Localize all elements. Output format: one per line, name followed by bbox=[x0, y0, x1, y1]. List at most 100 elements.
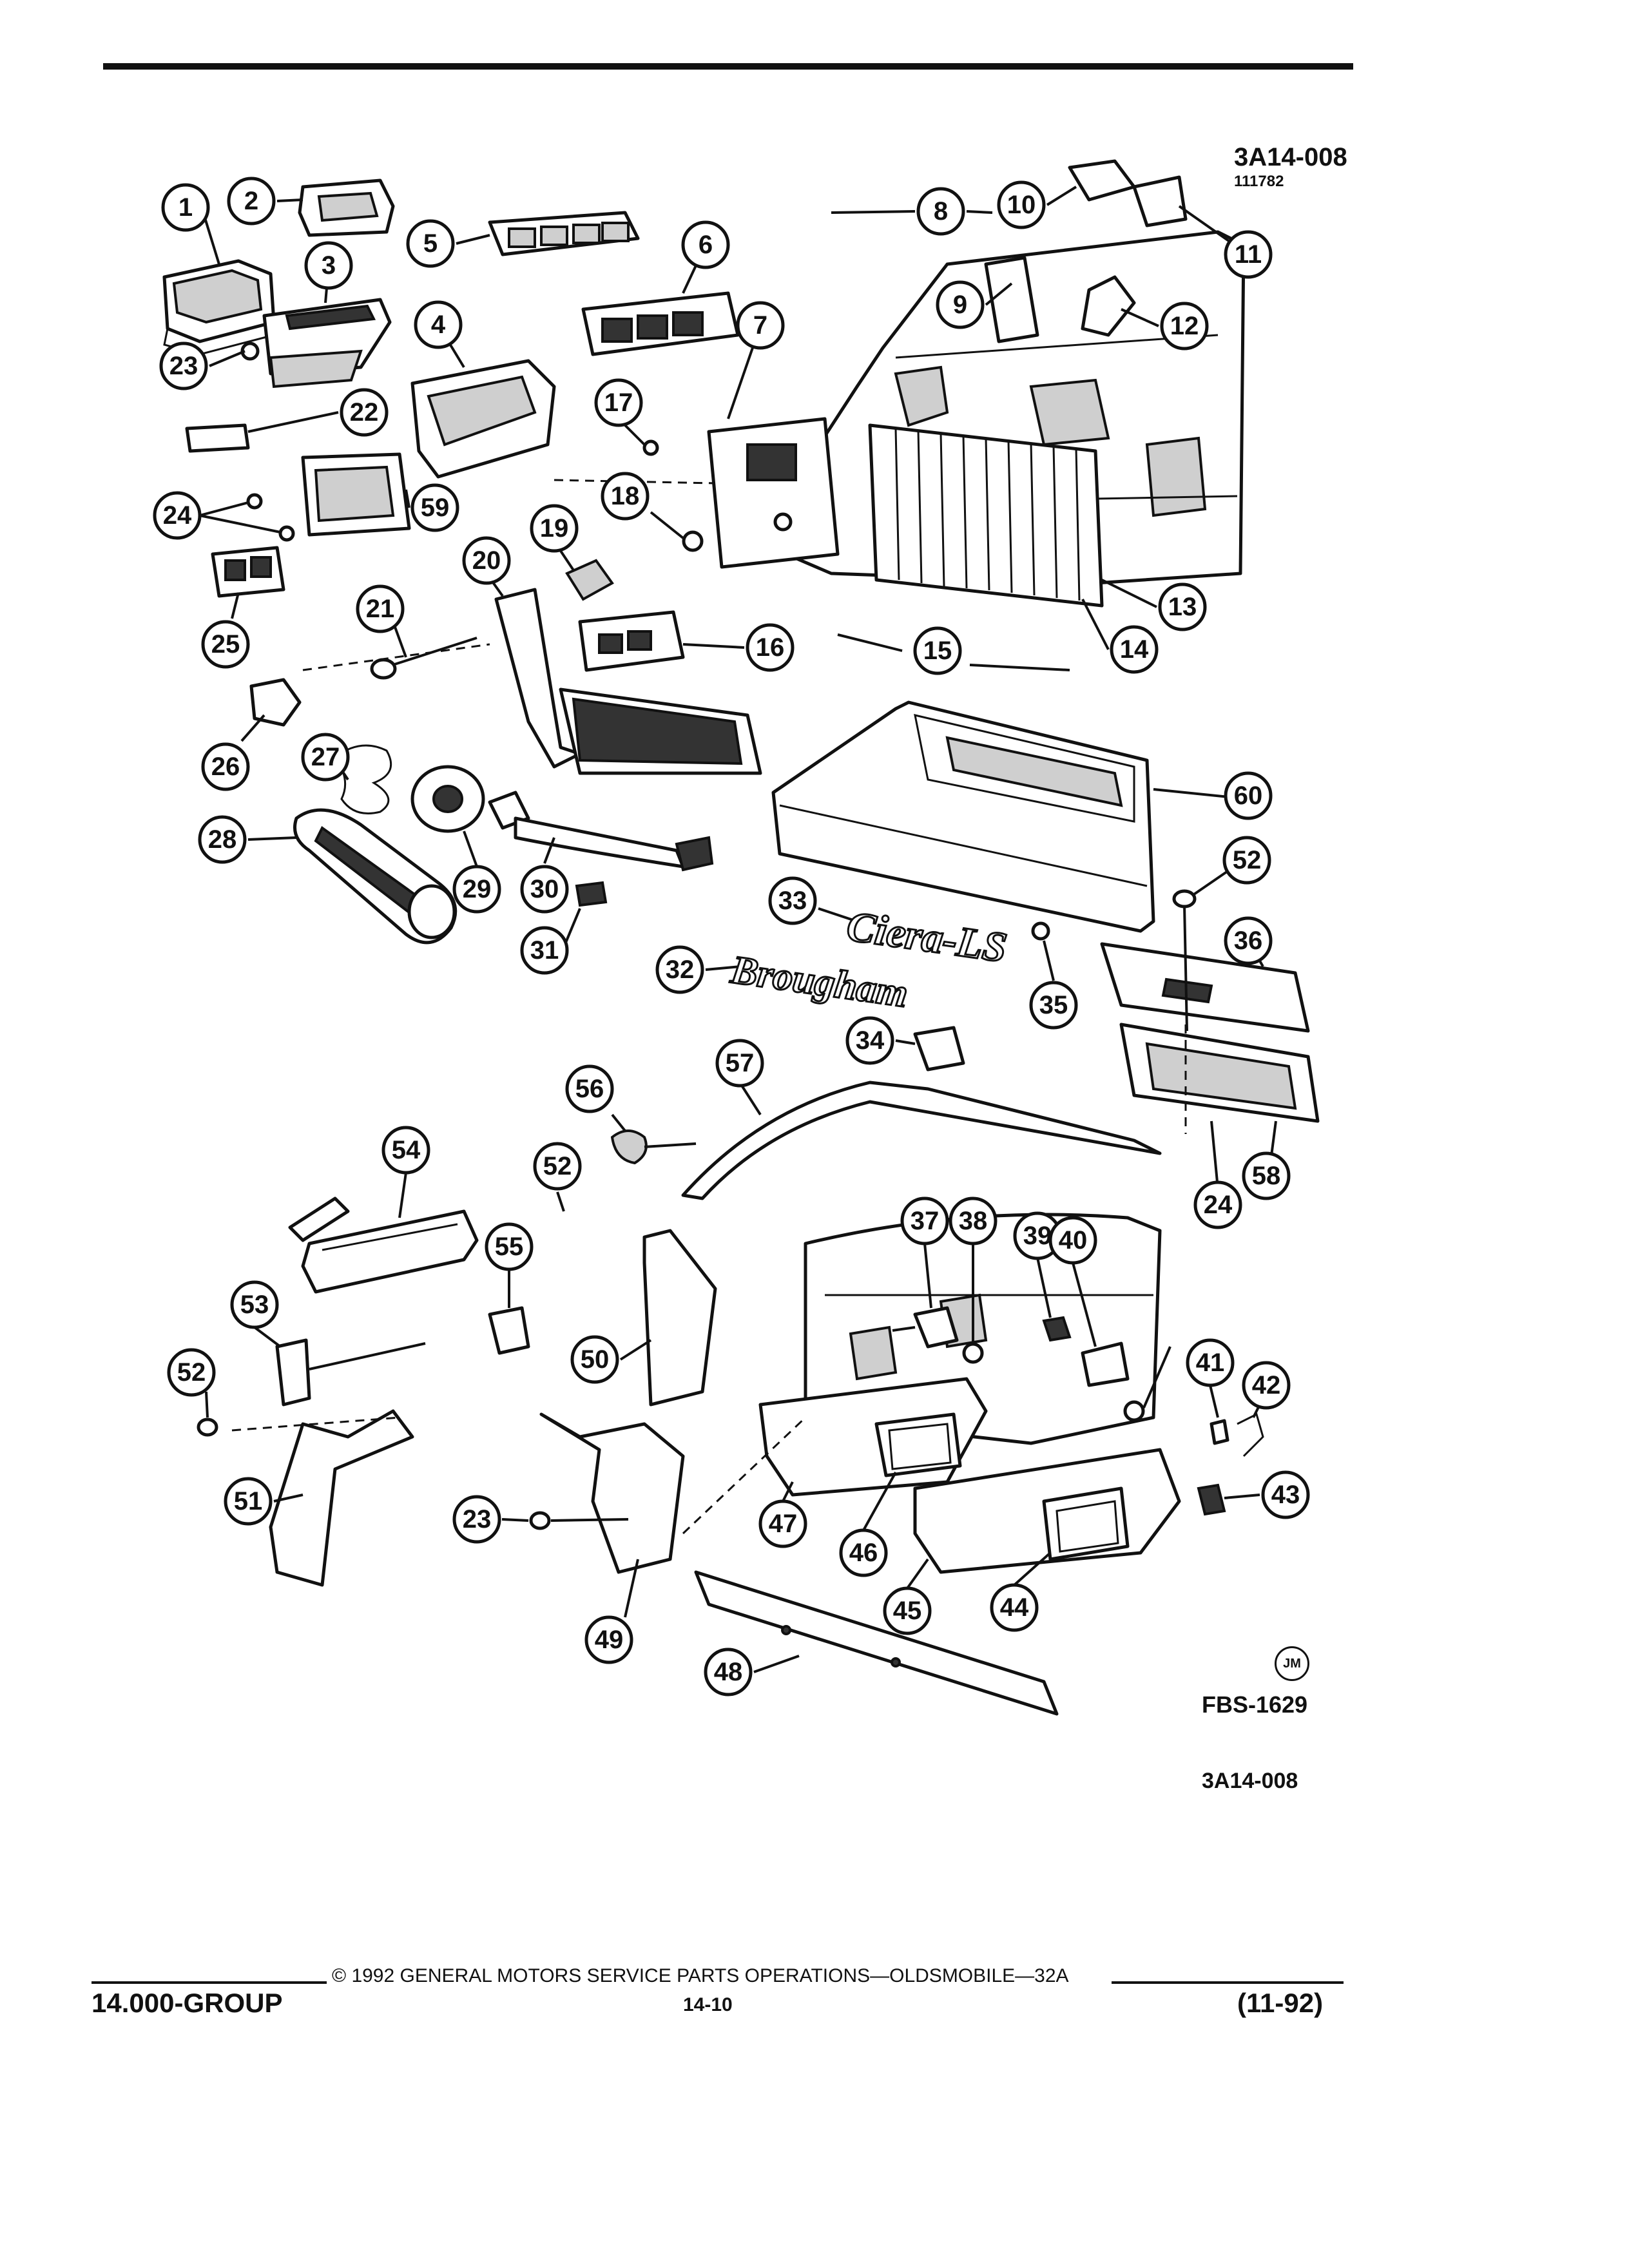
part-55-bracket bbox=[488, 1306, 530, 1355]
part-40-bracket bbox=[1081, 1341, 1130, 1387]
callout-number: 14 bbox=[1120, 635, 1149, 664]
callout-47: 47 bbox=[758, 1499, 807, 1548]
part-36-armrest-pad bbox=[1100, 942, 1310, 1033]
callout-circle bbox=[414, 300, 463, 349]
callout-circle bbox=[681, 220, 730, 269]
callout-number: 24 bbox=[1204, 1191, 1233, 1219]
callout-circle bbox=[601, 472, 650, 521]
callout-circle bbox=[201, 620, 250, 669]
part-25-switch bbox=[211, 546, 285, 598]
callout-circle bbox=[913, 626, 962, 675]
callout-55: 55 bbox=[485, 1222, 534, 1271]
part-50-pillar-trim bbox=[642, 1229, 717, 1407]
callout-number: 28 bbox=[208, 825, 237, 854]
callout-number: 57 bbox=[726, 1049, 755, 1077]
callout-52: 52 bbox=[533, 1142, 582, 1191]
callout-circle bbox=[462, 536, 511, 585]
callout-11: 11 bbox=[1224, 230, 1273, 279]
part-57-roof-rail bbox=[681, 1081, 1162, 1200]
callout-circle bbox=[304, 241, 353, 290]
callout-number: 23 bbox=[169, 352, 198, 380]
part-5-switch-assembly bbox=[488, 211, 640, 256]
callout-circle bbox=[997, 180, 1046, 229]
part-3-trim bbox=[262, 298, 392, 389]
callout-51: 51 bbox=[224, 1477, 273, 1526]
callout-number: 26 bbox=[211, 753, 240, 781]
part-34-clip bbox=[913, 1026, 965, 1072]
callout-number: 36 bbox=[1234, 927, 1263, 955]
callout-36: 36 bbox=[1224, 916, 1273, 965]
callout-circle bbox=[159, 341, 208, 390]
callout-circle bbox=[201, 742, 250, 791]
callout-circle bbox=[883, 1586, 932, 1635]
callout-48: 48 bbox=[704, 1648, 753, 1696]
callout-circle bbox=[230, 1280, 279, 1329]
callout-number: 9 bbox=[953, 291, 967, 319]
part-14-grille bbox=[868, 423, 1104, 608]
callout-25: 25 bbox=[201, 620, 250, 669]
callout-circle bbox=[161, 183, 210, 232]
callout-23: 23 bbox=[452, 1495, 501, 1544]
part-19-escutcheon bbox=[565, 559, 614, 601]
callout-18: 18 bbox=[601, 472, 650, 521]
callout-circle bbox=[570, 1335, 619, 1384]
callout-24: 24 bbox=[1193, 1180, 1242, 1229]
callout-circle bbox=[900, 1196, 949, 1245]
top-rule bbox=[103, 63, 1353, 70]
callout-46: 46 bbox=[839, 1528, 888, 1577]
part-27-clip bbox=[333, 744, 392, 814]
footer-page-number: 14-10 bbox=[683, 1994, 733, 2015]
callout-number: 27 bbox=[311, 743, 340, 771]
part-44-vanity-mirror bbox=[1042, 1486, 1130, 1561]
callout-circle bbox=[768, 876, 817, 925]
callout-number: 37 bbox=[911, 1207, 940, 1235]
callout-24: 24 bbox=[153, 491, 202, 540]
part-51-lower-trim bbox=[269, 1409, 414, 1587]
part-38-clip-a bbox=[962, 1342, 984, 1364]
part-28-crank-handle bbox=[293, 808, 458, 945]
callout-number: 31 bbox=[530, 936, 559, 965]
callout-number: 39 bbox=[1023, 1222, 1052, 1250]
callout-number: 16 bbox=[756, 633, 785, 662]
callout-number: 49 bbox=[595, 1626, 624, 1654]
callout-number: 18 bbox=[611, 482, 640, 510]
callout-number: 22 bbox=[350, 398, 379, 427]
callout-number: 41 bbox=[1196, 1349, 1225, 1377]
callout-number: 3 bbox=[322, 251, 336, 280]
callout-8: 8 bbox=[916, 187, 965, 236]
callout-12: 12 bbox=[1160, 302, 1209, 351]
callout-circle bbox=[1261, 1470, 1310, 1519]
callout-number: 5 bbox=[423, 229, 438, 258]
callout-number: 29 bbox=[463, 875, 492, 903]
callout-circle bbox=[1224, 771, 1273, 820]
callout-13: 13 bbox=[1158, 582, 1207, 631]
callout-circle bbox=[533, 1142, 582, 1191]
callout-2: 2 bbox=[227, 177, 276, 226]
footer-rule-left bbox=[92, 1981, 327, 1984]
callout-number: 47 bbox=[769, 1510, 798, 1538]
callout-26: 26 bbox=[201, 742, 250, 791]
callout-22: 22 bbox=[340, 388, 389, 437]
callout-54: 54 bbox=[381, 1126, 430, 1175]
part-10-clip bbox=[1068, 159, 1136, 202]
callout-3: 3 bbox=[304, 241, 353, 290]
callout-circle bbox=[198, 815, 247, 864]
callout-27: 27 bbox=[301, 733, 350, 782]
part-24-screw-a bbox=[246, 493, 263, 510]
artwork-logo: JM bbox=[1275, 1646, 1309, 1681]
callout-number: 50 bbox=[581, 1345, 610, 1374]
callout-circle bbox=[1160, 302, 1209, 351]
part-30-pull-strap bbox=[488, 791, 714, 872]
callout-59: 59 bbox=[410, 483, 459, 532]
callout-circle bbox=[381, 1126, 430, 1175]
leader-lines bbox=[199, 186, 1277, 1673]
callout-4: 4 bbox=[414, 300, 463, 349]
figure-date-code: 111782 bbox=[1234, 173, 1284, 190]
callout-52: 52 bbox=[167, 1348, 216, 1397]
part-52-screw-upper bbox=[1172, 889, 1197, 1032]
callout-circle bbox=[1222, 836, 1271, 885]
callout-number: 6 bbox=[699, 231, 713, 259]
callout-10: 10 bbox=[997, 180, 1046, 229]
